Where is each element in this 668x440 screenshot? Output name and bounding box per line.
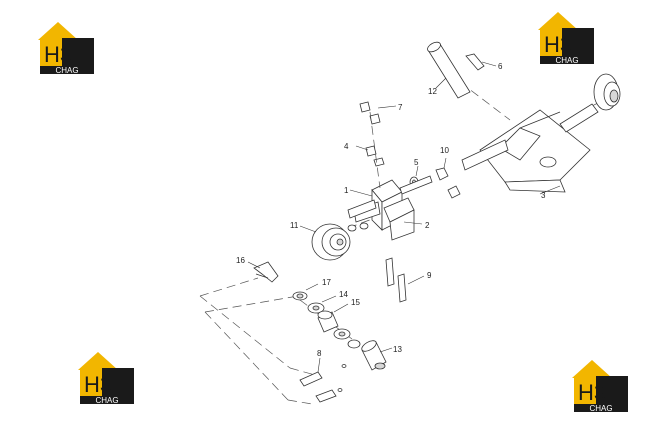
callout-1: 1 (344, 186, 349, 195)
part-shaft-left (347, 199, 377, 232)
logo-bottom-right: H3 CHAG (572, 360, 628, 413)
part-washer-lower (333, 328, 361, 349)
logo-bottom-left-word: CHAG (95, 396, 118, 405)
part-nut-7 (359, 101, 397, 125)
callout-3: 3 (541, 191, 546, 200)
part-pulley-top-right (559, 73, 621, 133)
part-nut-10 (435, 157, 449, 181)
part-pin-12 (427, 41, 471, 99)
part-pin-horizontal (399, 175, 433, 195)
part-clip-6 (465, 53, 497, 71)
logo-bottom-right-word: CHAG (589, 404, 612, 413)
part-pulley-11 (299, 223, 351, 261)
logo-bottom-left-mark: H3 (84, 372, 112, 397)
callout-10: 10 (440, 146, 449, 155)
part-washer-14 (307, 295, 337, 314)
callout-9: 9 (427, 271, 432, 280)
callout-14: 14 (339, 290, 348, 299)
part-frame-3 (461, 109, 591, 195)
logo-top-left: H3 CHAG (38, 22, 94, 75)
callout-11: 11 (290, 221, 299, 230)
callout-2: 2 (425, 221, 430, 230)
part-bolts-9 (385, 257, 425, 303)
part-nut-4 (355, 145, 385, 167)
logo-top-right-word: CHAG (555, 56, 578, 65)
callout-5: 5 (414, 158, 419, 167)
callout-8: 8 (317, 349, 322, 358)
callout-17: 17 (322, 278, 331, 287)
part-nut-right (447, 185, 461, 199)
callout-12: 12 (428, 87, 437, 96)
part-shaft-13 (361, 340, 393, 371)
callout-7: 7 (398, 103, 403, 112)
logo-top-left-mark: H3 (44, 42, 72, 67)
part-bushing-15 (317, 303, 349, 333)
callout-6: 6 (498, 62, 503, 71)
part-bolts-8 (299, 357, 347, 403)
callout-15: 15 (351, 298, 360, 307)
logo-top-right-mark: H3 (544, 32, 572, 57)
part-washer-17 (292, 283, 319, 301)
assembly-line-top (369, 111, 381, 189)
callout-13: 13 (393, 345, 402, 354)
logo-bottom-right-mark: H3 (578, 380, 606, 405)
logo-top-right: H3 CHAG (538, 12, 594, 65)
logo-bottom-left: H3 CHAG (78, 352, 134, 405)
logo-top-left-word: CHAG (55, 66, 78, 75)
callout-4: 4 (344, 142, 349, 151)
callout-16: 16 (236, 256, 245, 265)
part-block-2 (383, 197, 423, 241)
part-clip-16 (247, 261, 279, 283)
callout-labels: 1 2 3 4 5 6 7 8 9 10 11 12 13 14 15 16 1… (236, 62, 546, 358)
